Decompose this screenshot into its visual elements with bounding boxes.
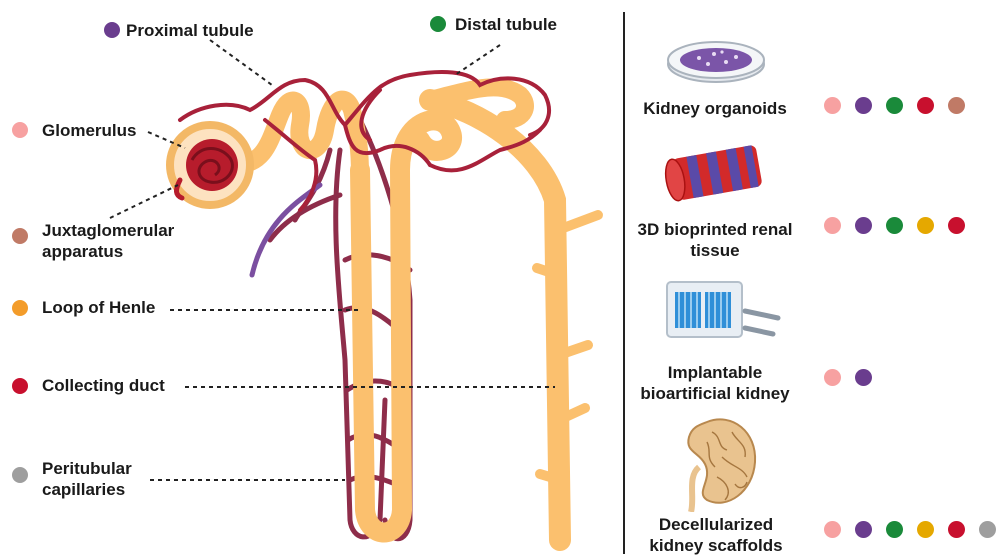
app-title-bioprinted: 3D bioprinted renal tissue bbox=[630, 219, 800, 261]
bioartificial-device-icon bbox=[663, 276, 783, 356]
divider bbox=[623, 12, 625, 554]
kidney-scaffold-icon bbox=[677, 412, 762, 512]
cell-type-dot bbox=[886, 97, 903, 114]
app-dots-bioprinted bbox=[824, 217, 965, 234]
app-dots-bioartificial bbox=[824, 369, 872, 386]
loop-of-henle-shape bbox=[360, 120, 452, 532]
cell-type-dot bbox=[917, 97, 934, 114]
petri-dish-icon bbox=[664, 30, 769, 90]
cell-type-dot bbox=[824, 521, 841, 538]
distal-label: Distal tubule bbox=[455, 14, 557, 35]
peritubular-label: Peritubular capillaries bbox=[42, 458, 162, 500]
peritubular-dot bbox=[12, 467, 28, 483]
collecting-duct-shape bbox=[430, 100, 598, 540]
cell-type-dot bbox=[948, 217, 965, 234]
cell-type-dot bbox=[855, 369, 872, 386]
loop-dot bbox=[12, 300, 28, 316]
cell-type-dot bbox=[948, 97, 965, 114]
app-dots-organoids bbox=[824, 97, 965, 114]
proximal-label: Proximal tubule bbox=[126, 20, 254, 41]
peritubular-capillaries-shape bbox=[270, 120, 410, 539]
bioprinted-tissue-icon bbox=[660, 140, 770, 210]
loop-label: Loop of Henle bbox=[42, 297, 155, 318]
distal-dot bbox=[430, 16, 446, 32]
collecting-label: Collecting duct bbox=[42, 375, 165, 396]
juxta-dot bbox=[12, 228, 28, 244]
cell-type-dot bbox=[917, 217, 934, 234]
juxta-label: Juxtaglomerular apparatus bbox=[42, 220, 197, 262]
proximal-dot bbox=[104, 22, 120, 38]
glomerulus-dot bbox=[12, 122, 28, 138]
app-title-decellularized: Decellularized kidney scaffolds bbox=[636, 514, 796, 556]
cell-type-dot bbox=[855, 521, 872, 538]
app-title-organoids: Kidney organoids bbox=[635, 98, 795, 119]
cell-type-dot bbox=[948, 521, 965, 538]
cell-type-dot bbox=[886, 217, 903, 234]
cell-type-dot bbox=[824, 369, 841, 386]
cell-type-dot bbox=[979, 521, 996, 538]
cell-type-dot bbox=[824, 217, 841, 234]
cell-type-dot bbox=[855, 217, 872, 234]
app-dots-decellularized bbox=[824, 521, 996, 538]
glomerulus-shape bbox=[170, 125, 250, 205]
cell-type-dot bbox=[824, 97, 841, 114]
cell-type-dot bbox=[886, 521, 903, 538]
cell-type-dot bbox=[917, 521, 934, 538]
cell-type-dot bbox=[855, 97, 872, 114]
app-title-bioartificial: Implantable bioartificial kidney bbox=[640, 362, 790, 404]
glomerulus-label: Glomerulus bbox=[42, 120, 136, 141]
collecting-dot bbox=[12, 378, 28, 394]
